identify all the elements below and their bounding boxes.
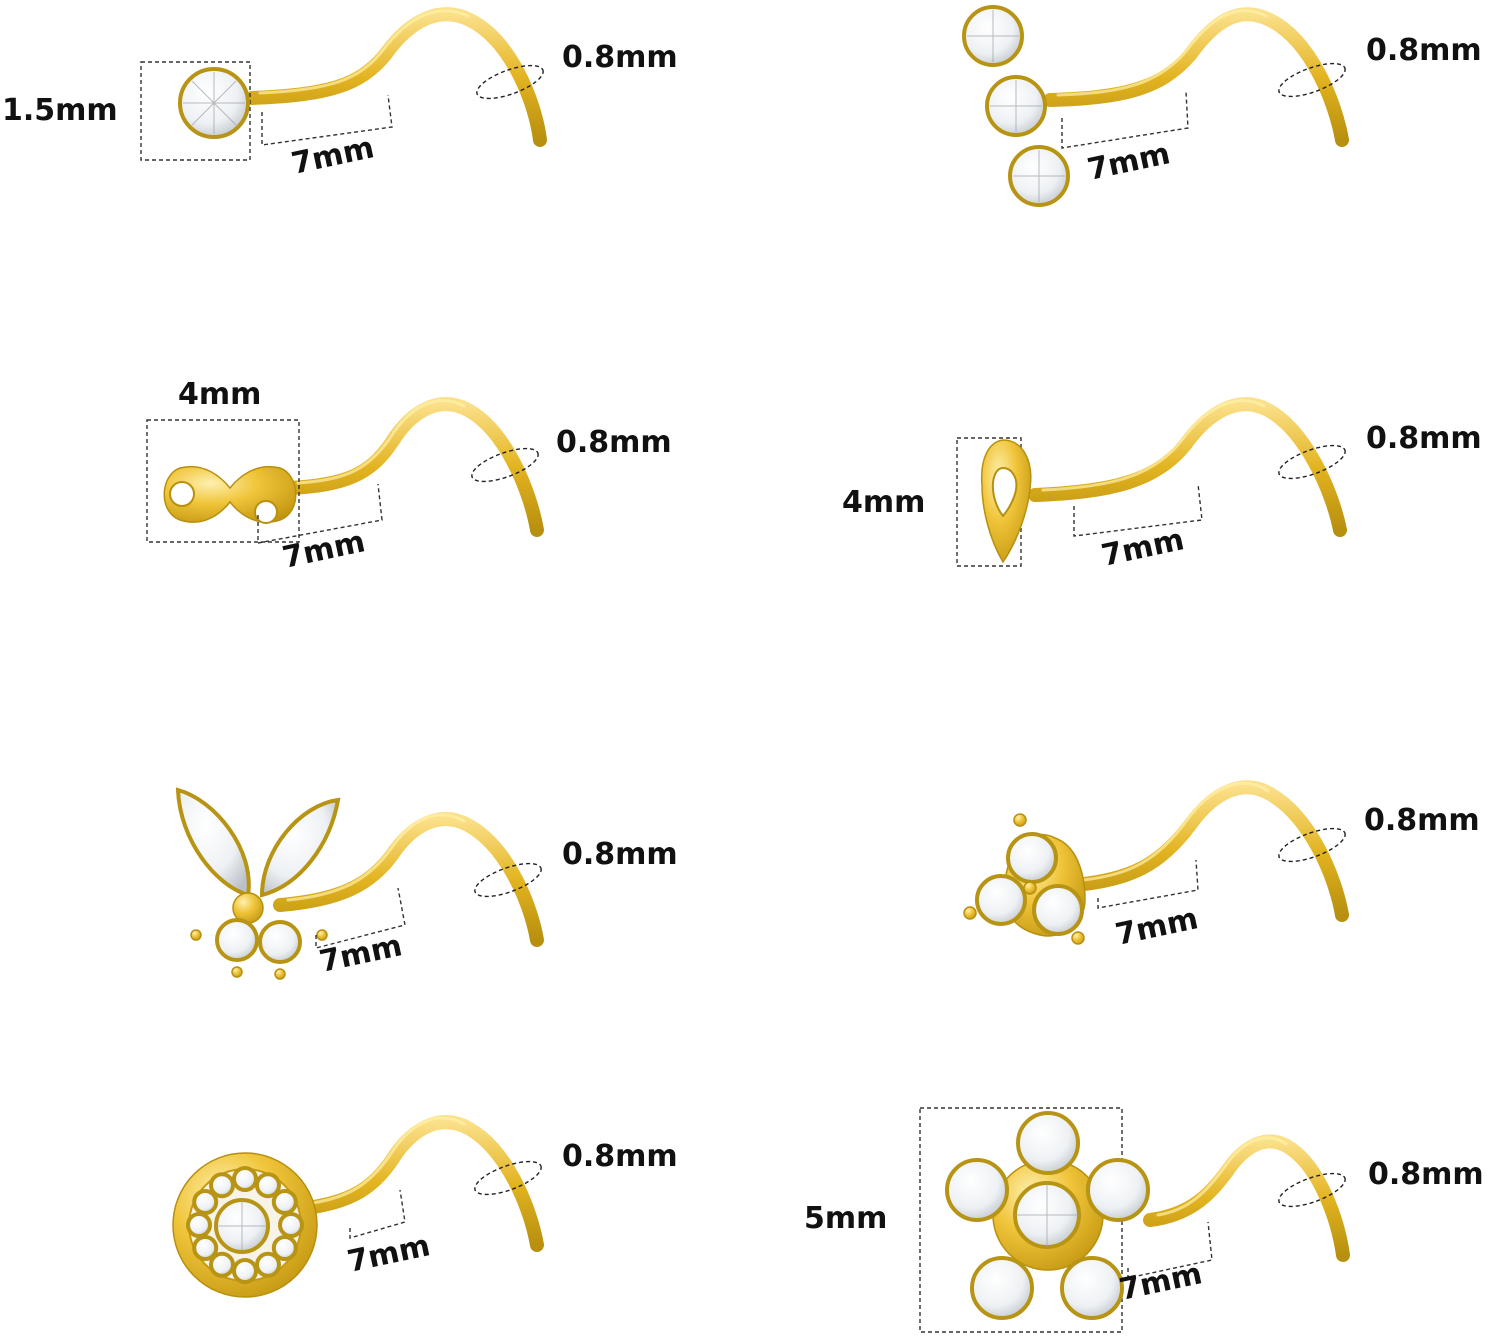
diameter-ring [474, 862, 542, 898]
head-size-box [146, 419, 300, 543]
nose-stud-infinity [146, 397, 544, 544]
stone-left [975, 874, 1027, 926]
diameter-ring [476, 64, 544, 100]
length-label: 7mm [1098, 522, 1187, 574]
halo-stone [192, 1189, 219, 1215]
nose-stud-butterfly [175, 787, 544, 980]
head-size-label: 5mm [804, 1201, 887, 1236]
halo-stone [209, 1251, 235, 1278]
halo-stone [232, 1166, 258, 1192]
petal-stone-right [1086, 1158, 1150, 1222]
diameter-label: 0.8mm [562, 837, 678, 872]
diameter-ring [1278, 444, 1346, 480]
length-bracket [261, 94, 393, 146]
diameter-label: 0.8mm [1368, 1157, 1484, 1192]
nose-stud-flower [919, 1107, 1350, 1333]
diameter-label: 0.8mm [1366, 421, 1482, 456]
halo-stone [271, 1235, 298, 1261]
head-size-label: 4mm [842, 485, 925, 520]
diameter-label: 0.8mm [562, 40, 678, 75]
length-label: 7mm [279, 524, 368, 576]
head-size-box [140, 61, 251, 161]
diameter-ring [1278, 1172, 1346, 1208]
halo-stone [209, 1172, 235, 1199]
length-label: 7mm [1112, 901, 1201, 953]
diameter-label: 0.8mm [1366, 33, 1482, 68]
head-size-box [919, 1107, 1123, 1333]
diameter-label: 0.8mm [562, 1139, 678, 1174]
petal-stone-bottom-right [1060, 1256, 1124, 1320]
nose-stud-triple-stone [962, 5, 1349, 207]
length-bracket [1073, 483, 1203, 537]
length-label: 7mm [1116, 1256, 1205, 1308]
halo-stones [186, 1166, 304, 1284]
nose-stud-trinity-stones [963, 780, 1349, 945]
length-bracket [1097, 859, 1199, 909]
halo-stone [271, 1189, 298, 1215]
head-size-label: 1.5mm [2, 93, 118, 128]
stone-right [1032, 884, 1084, 936]
halo-stone [278, 1212, 304, 1238]
head-size-label: 4mm [178, 377, 261, 412]
length-bracket [315, 887, 406, 949]
wing-stone-right [259, 797, 341, 898]
nose-stud-round-stone [140, 7, 547, 161]
diameter-label: 0.8mm [1364, 803, 1480, 838]
length-label: 7mm [288, 130, 377, 182]
diameter-ring [1278, 827, 1346, 863]
halo-stone [255, 1172, 281, 1199]
petal-stone-bottom-left [970, 1256, 1034, 1320]
length-label: 7mm [1084, 136, 1173, 188]
halo-stone [232, 1258, 258, 1284]
halo-stone [186, 1212, 212, 1238]
nose-stud-heart [956, 397, 1347, 567]
diameter-ring [1278, 62, 1346, 98]
length-bracket [1127, 1221, 1213, 1279]
halo-stone [255, 1251, 281, 1278]
nose-stud-halo-disc [172, 1115, 544, 1298]
length-bracket [257, 483, 383, 544]
length-label: 7mm [316, 928, 405, 980]
diameter-ring [471, 447, 539, 483]
diameter-ring [474, 1160, 542, 1196]
petal-stone-top [1016, 1111, 1080, 1175]
diameter-label: 0.8mm [556, 425, 672, 460]
length-bracket [349, 1189, 406, 1239]
halo-stone [192, 1235, 219, 1261]
stone-top [1006, 832, 1058, 884]
petal-stone-left [945, 1158, 1009, 1222]
length-bracket [1061, 91, 1189, 149]
wing-stone-left [175, 787, 251, 898]
